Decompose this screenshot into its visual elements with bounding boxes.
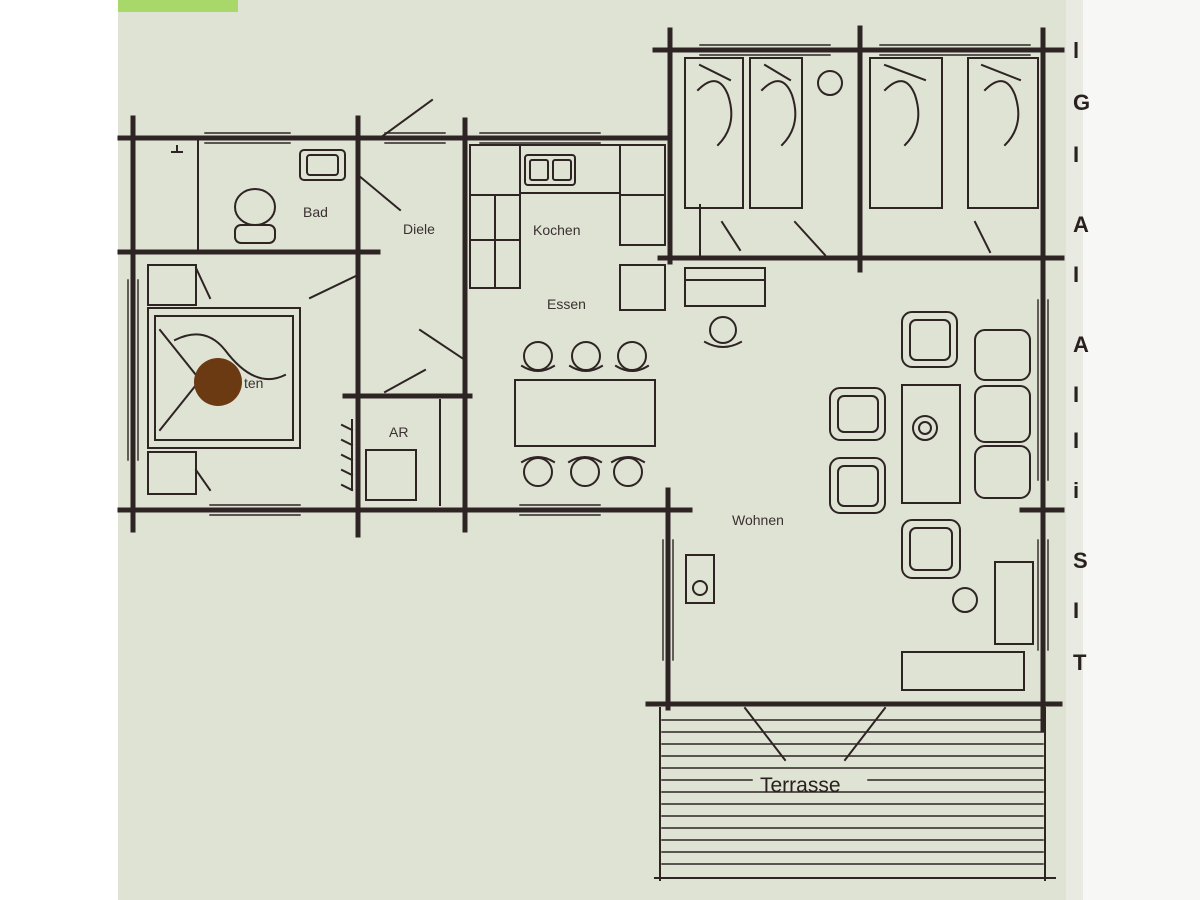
label-diele: Diele	[403, 221, 435, 237]
label-bad: Bad	[303, 204, 328, 220]
side-glyph: I	[1073, 142, 1079, 167]
side-glyph: S	[1073, 548, 1088, 573]
side-glyph: G	[1073, 90, 1090, 115]
side-glyph: I	[1073, 262, 1079, 287]
side-glyph: A	[1073, 212, 1089, 237]
label-terrasse: Terrasse	[760, 774, 841, 797]
desk	[684, 267, 766, 348]
paper-background	[118, 0, 1083, 900]
right-margin	[1083, 0, 1200, 900]
side-glyph: I	[1073, 428, 1079, 453]
storage-unit	[365, 399, 441, 506]
label-ar: AR	[389, 424, 408, 440]
label-wohnen: Wohnen	[732, 512, 784, 528]
living-furniture	[685, 311, 1034, 691]
green-edge	[118, 0, 238, 12]
single-beds	[684, 57, 1039, 256]
side-glyph: A	[1073, 332, 1089, 357]
side-glyph: I	[1073, 382, 1079, 407]
terrace-planks	[661, 719, 1044, 865]
label-essen: Essen	[547, 296, 586, 312]
side-text: l G I A I A I I i S I T	[1073, 38, 1090, 675]
kitchen-counters	[469, 144, 666, 311]
page-spine	[1066, 0, 1083, 900]
label-schlafen: ten	[244, 375, 263, 391]
doors	[308, 98, 992, 762]
outer-walls	[117, 25, 1065, 733]
windows	[127, 44, 1049, 661]
label-kochen: Kochen	[533, 222, 580, 238]
side-glyph: I	[1073, 598, 1079, 623]
dining-set	[514, 341, 656, 487]
master-bed	[147, 264, 354, 495]
terrace-deck	[654, 707, 1056, 881]
side-glyph: i	[1073, 478, 1079, 503]
punch-hole	[194, 358, 242, 406]
side-glyph: l	[1073, 38, 1079, 63]
side-glyph: T	[1073, 650, 1087, 675]
bathroom-fixtures	[171, 137, 346, 251]
